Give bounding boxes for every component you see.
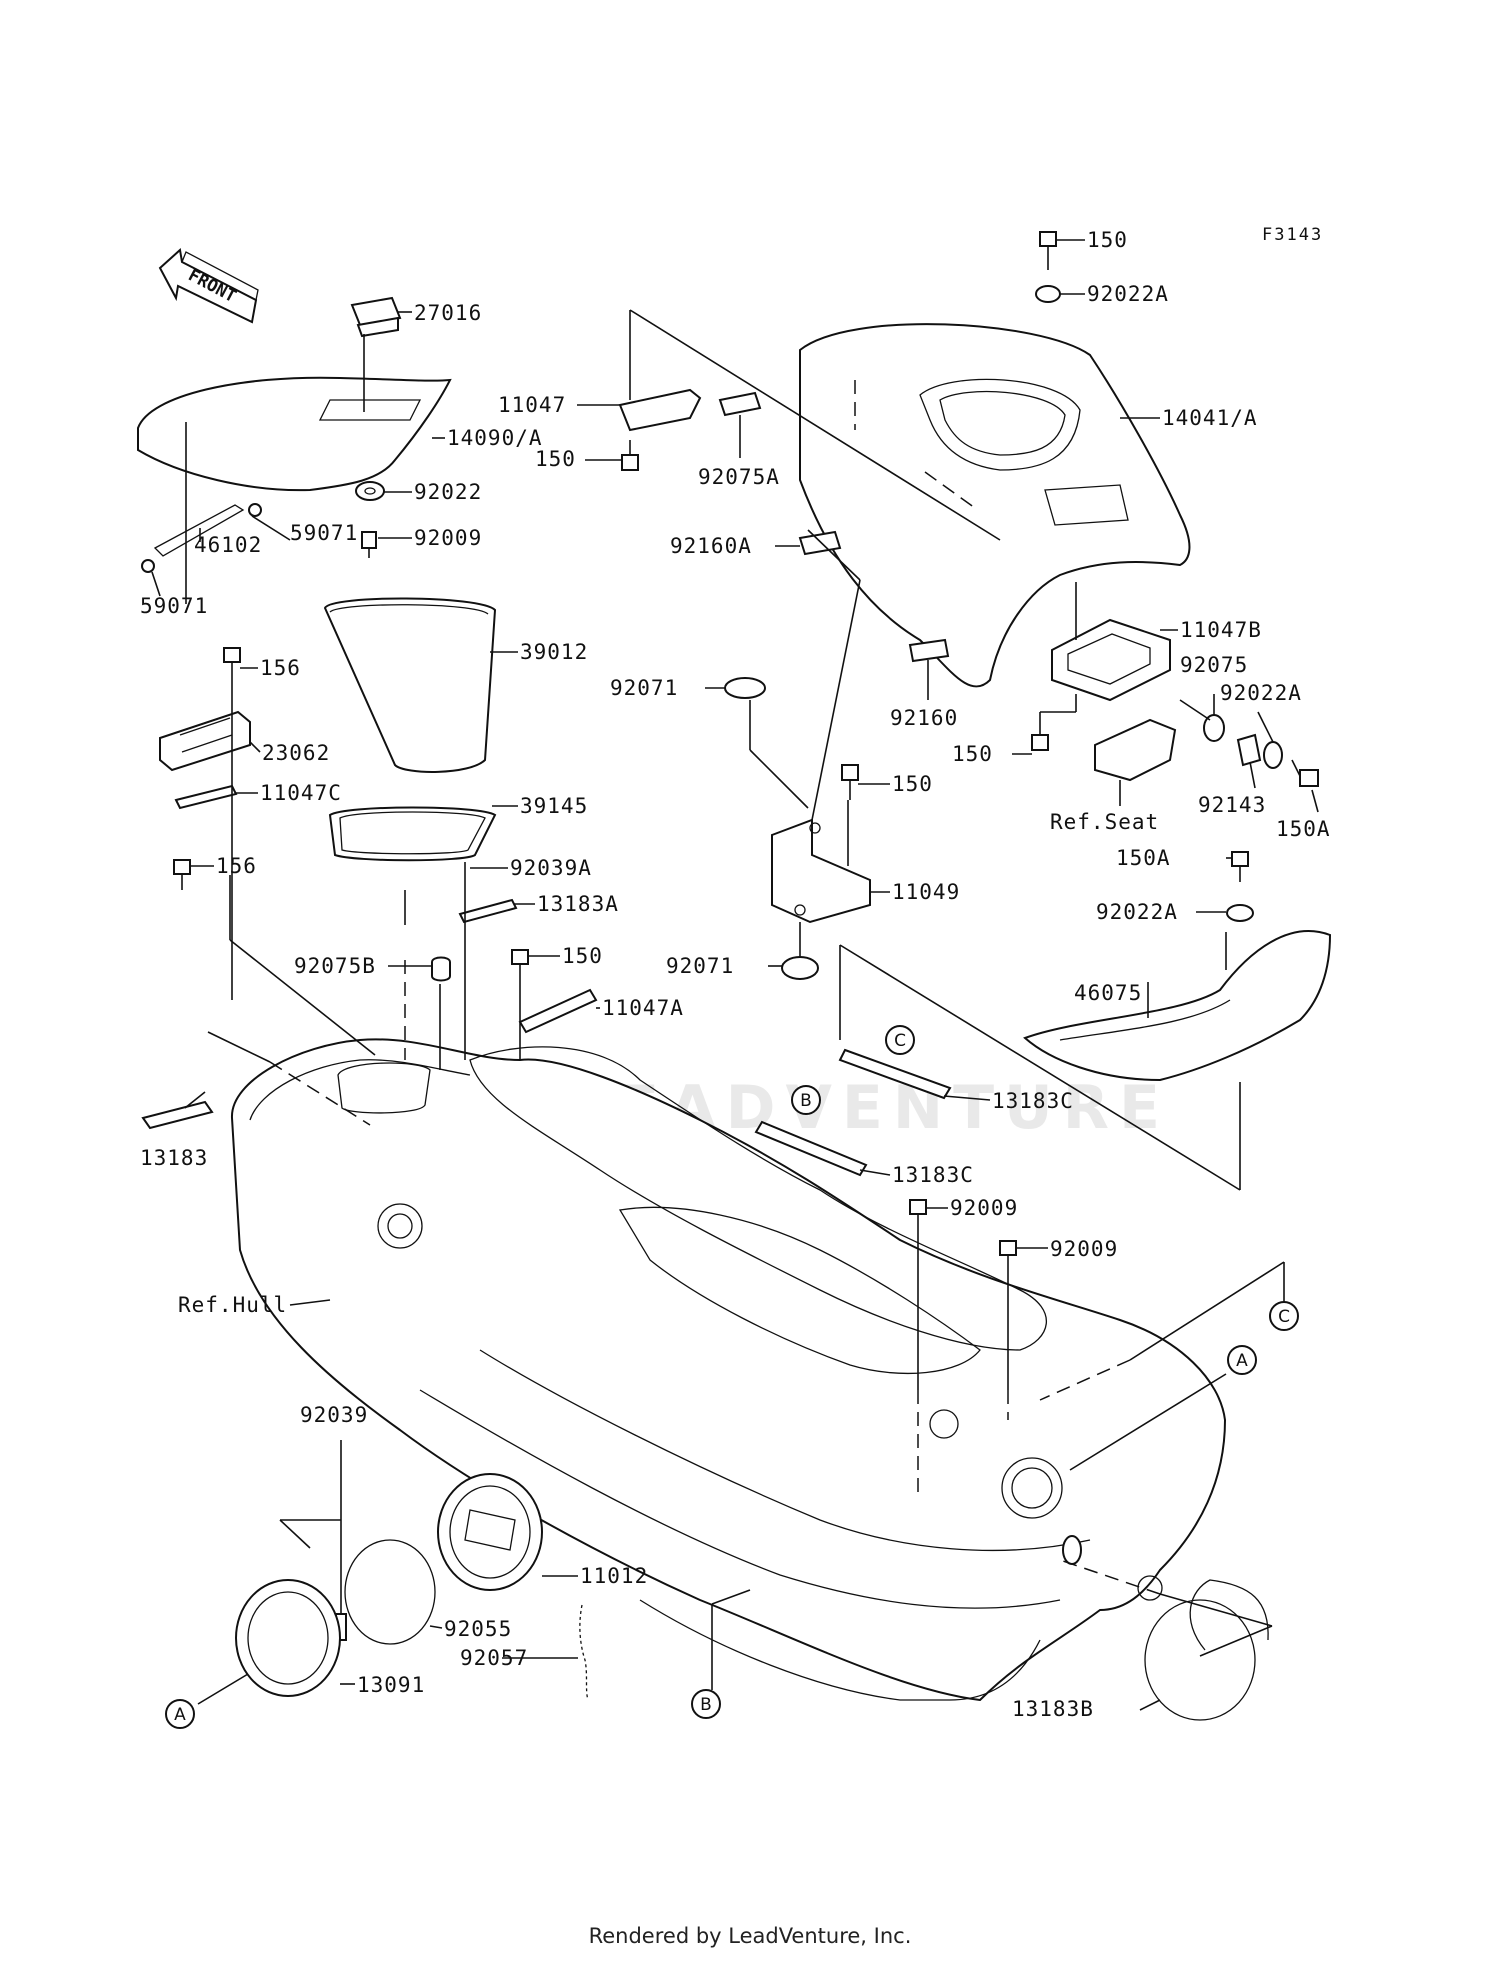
front-seat-group <box>137 296 598 1130</box>
part-label: 14041/A <box>1162 406 1258 430</box>
part-label: 13183 <box>140 1146 208 1170</box>
part-label: 13091 <box>357 1673 425 1697</box>
part-label: 92009 <box>1050 1237 1118 1261</box>
part-label: 156 <box>260 656 301 680</box>
part-label: 92022A <box>1096 900 1178 924</box>
hatch-cover-group <box>235 1473 1269 1721</box>
part-label: 13183C <box>892 1163 974 1187</box>
part-label: 150 <box>892 772 933 796</box>
part-label: 39145 <box>520 794 588 818</box>
part-label: 92039 <box>300 1403 368 1427</box>
part-label: 13183C <box>992 1089 1074 1113</box>
part-label: 150 <box>535 447 576 471</box>
assembly-guide-lines <box>185 309 1285 1705</box>
part-label: 13183A <box>537 892 619 916</box>
leader-lines <box>151 239 1319 1711</box>
rear-seat-group <box>618 231 1332 1177</box>
part-label: 150 <box>562 944 603 968</box>
callout-b-top: B <box>791 1085 821 1115</box>
part-label: 11047A <box>602 996 684 1020</box>
part-label: 46102 <box>194 533 262 557</box>
part-label: 59071 <box>290 521 358 545</box>
part-label: 92160A <box>670 534 752 558</box>
part-labels: 27016 14090/A 92022 92009 46102 59071 59… <box>140 228 1331 1721</box>
hull-assembly <box>230 1038 1227 1702</box>
svg-text:A: A <box>1236 1351 1248 1371</box>
svg-text:B: B <box>700 1695 712 1715</box>
part-label: 156 <box>216 854 257 878</box>
svg-text:C: C <box>1278 1307 1290 1327</box>
part-label: 92071 <box>610 676 678 700</box>
part-label: 11012 <box>580 1564 648 1588</box>
part-label: 11049 <box>892 880 960 904</box>
part-label: 92022A <box>1220 681 1302 705</box>
part-label: 46075 <box>1074 981 1142 1005</box>
callout-a-left: A <box>165 1699 195 1729</box>
svg-text:C: C <box>894 1031 906 1051</box>
part-label: 13183B <box>1012 1697 1094 1721</box>
callout-b-bottom: B <box>691 1689 721 1719</box>
part-label: 92057 <box>460 1646 528 1670</box>
part-label: 92055 <box>444 1617 512 1641</box>
callout-c-top: C <box>885 1025 915 1055</box>
part-label: 11047C <box>260 781 342 805</box>
part-label: 92143 <box>1198 793 1266 817</box>
footer-credit: Rendered by LeadVenture, Inc. <box>588 1924 912 1948</box>
part-label: 92022A <box>1087 282 1169 306</box>
front-arrow-icon: FRONT <box>158 248 259 324</box>
part-label: 39012 <box>520 640 588 664</box>
part-label: 92039A <box>510 856 592 880</box>
part-label: 92022 <box>414 480 482 504</box>
part-label: 59071 <box>140 594 208 618</box>
part-label: 11047 <box>498 393 566 417</box>
svg-text:B: B <box>800 1091 812 1111</box>
part-label: 92009 <box>414 526 482 550</box>
callout-a-right: A <box>1227 1345 1257 1375</box>
figure-code: F3143 <box>1262 225 1323 245</box>
callout-c-right: C <box>1269 1301 1299 1331</box>
part-label: 150 <box>952 742 993 766</box>
part-label: 92160 <box>890 706 958 730</box>
part-label: 92075B <box>294 954 376 978</box>
part-label: 92075A <box>698 465 780 489</box>
part-label: Ref.Seat <box>1050 810 1159 834</box>
part-label: 150A <box>1276 817 1331 841</box>
part-label: Ref.Hull <box>178 1293 287 1317</box>
part-label: 150 <box>1087 228 1128 252</box>
part-label: 150A <box>1116 846 1171 870</box>
part-label: 23062 <box>262 741 330 765</box>
part-label: 14090/A <box>447 426 543 450</box>
svg-text:A: A <box>174 1705 186 1725</box>
part-label: 92075 <box>1180 653 1248 677</box>
part-label: 92071 <box>666 954 734 978</box>
part-label: 27016 <box>414 301 482 325</box>
part-label: 11047B <box>1180 618 1262 642</box>
part-label: 92009 <box>950 1196 1018 1220</box>
